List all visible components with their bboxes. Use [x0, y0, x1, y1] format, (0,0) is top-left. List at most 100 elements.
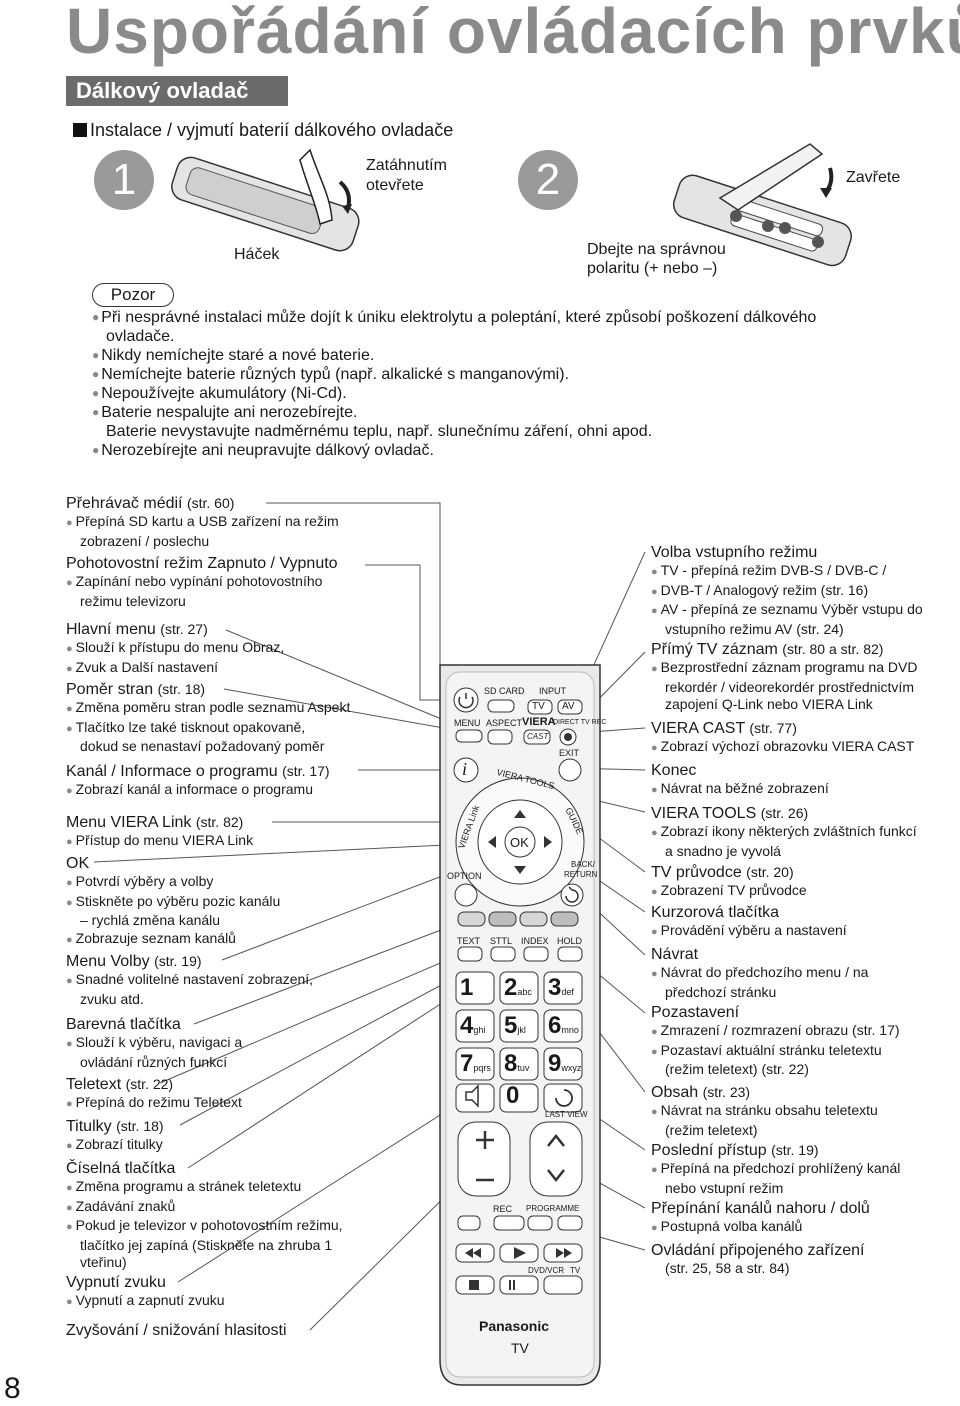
- key-7[interactable]: 7pqrs: [460, 1050, 491, 1077]
- callout-title: Kurzorová tlačítka: [651, 904, 780, 921]
- callout-menu-volby: Menu Volby (str. 19)Snadné volitelné nas…: [66, 952, 313, 1008]
- page-reference: (str. 80 a str. 82): [782, 641, 884, 657]
- direct-tv-rec-label: DIRECT TV REC: [553, 719, 607, 726]
- input-label: INPUT: [539, 686, 566, 696]
- callout-title: Pozastavení: [651, 1004, 740, 1021]
- key-9[interactable]: 9wxyz: [548, 1050, 582, 1077]
- callout-line: ovládání různých funkcí: [80, 1053, 228, 1070]
- tv-button[interactable]: TV: [532, 701, 545, 712]
- callout-line: Pokud je televizor v pohotovostním režim…: [66, 1217, 343, 1237]
- callout-line: Zadávání znaků: [66, 1198, 343, 1218]
- key-3[interactable]: 3def: [548, 974, 574, 1001]
- back-label-1: BACK/: [571, 860, 596, 869]
- last-view-label: LAST VIEW: [545, 1110, 588, 1119]
- callout-line: Stiskněte po výběru pozic kanálu: [66, 893, 281, 913]
- callout-line: TV - přepíná režim DVB-S / DVB-C /: [651, 562, 923, 582]
- callout-line: (režim teletext) (str. 22): [665, 1061, 809, 1077]
- exit-label: EXIT: [559, 748, 580, 758]
- page-number: 8: [4, 1372, 21, 1405]
- callout-kurzorova-tlacitka: Kurzorová tlačítkaProvádění výběru a nas…: [651, 904, 847, 942]
- callout-pomer-stran: Poměr stran (str. 18)Změna poměru stran …: [66, 680, 350, 756]
- callout-ovladani-pripojeneho-zarizeni: Ovládání připojeného zařízení(str. 25, 5…: [651, 1242, 864, 1278]
- page-reference: (str. 19): [154, 953, 202, 969]
- callout-line: předchozí stránku: [665, 983, 777, 1000]
- callout-title: Menu Volby (str. 19): [66, 953, 202, 970]
- callout-line: Návrat na stránku obsahu teletextu: [651, 1102, 878, 1122]
- key-4[interactable]: 4ghi: [460, 1012, 486, 1039]
- callout-kanal-informace-o-programu: Kanál / Informace o programu (str. 17)Zo…: [66, 762, 330, 801]
- callout-line: Zobrazení TV průvodce: [651, 882, 807, 902]
- callout-pozastaveni: PozastaveníZmrazení / rozmrazení obrazu …: [651, 1004, 900, 1079]
- callout-title: Přehrávač médií (str. 60): [66, 495, 235, 512]
- callout-navrat: NávratNávrat do předchozího menu / napře…: [651, 946, 868, 1001]
- ok-button[interactable]: OK: [510, 835, 529, 850]
- step-2-caption: Zavřete: [846, 169, 901, 186]
- page-reference: (str. 22): [125, 1076, 174, 1092]
- callout-line: Zobrazí kanál a informace o programu: [66, 781, 330, 801]
- aspect-label: ASPECT: [486, 718, 523, 728]
- callout-line: (str. 25, 58 a str. 84): [665, 1260, 790, 1276]
- key-2[interactable]: 2abc: [504, 974, 532, 1001]
- caution-item: Nerozebírejte ani neupravujte dálkový ov…: [92, 441, 434, 461]
- av-button[interactable]: AV: [562, 701, 575, 712]
- callout-line: Zobrazí ikony některých zvláštních funkc…: [651, 823, 917, 843]
- callout-line: tlačítko jej zapíná (Stiskněte na zhruba…: [80, 1236, 333, 1253]
- callout-line: Přístup do menu VIERA Link: [66, 832, 253, 852]
- callout-line: Změna programu a stránek teletextu: [66, 1178, 343, 1198]
- callout-line: zapojení Q-Link nebo VIERA Link: [665, 696, 873, 712]
- page-reference: (str. 19): [771, 1142, 819, 1158]
- key-1[interactable]: 1: [460, 974, 474, 1001]
- caution-item-continued: Baterie nevystavujte nadměrnému teplu, n…: [106, 423, 653, 440]
- key-6[interactable]: 6mno: [548, 1012, 579, 1039]
- callout-line: rekordér / videorekordér prostřednictvím: [665, 678, 914, 695]
- callout-line: režimu televizoru: [80, 592, 186, 609]
- key-0[interactable]: 0: [506, 1082, 520, 1109]
- callout-title: Pohotovostní režim Zapnuto / Vypnuto: [66, 555, 338, 572]
- callout-line: Přepíná na předchozí prohlížený kanál: [651, 1160, 901, 1180]
- caution-item: Baterie nespalujte ani nerozebírejte.: [92, 403, 357, 423]
- callout-line: Zobrazí titulky: [66, 1136, 164, 1156]
- remote-close-illustration: [672, 143, 852, 267]
- callout-posledni-pristup: Poslední přístup (str. 19)Přepíná na pře…: [651, 1141, 900, 1197]
- page-reference: (str. 18): [116, 1118, 164, 1134]
- remote-open-illustration: [171, 148, 360, 252]
- page-reference: (str. 18): [157, 681, 206, 697]
- rec-label: REC: [493, 1204, 513, 1214]
- page-reference: (str. 17): [282, 763, 330, 779]
- callout-menu-viera-link: Menu VIERA Link (str. 82)Přístup do menu…: [66, 813, 253, 852]
- caution-badge: Pozor: [92, 283, 174, 307]
- battery-heading: Instalace / vyjmutí baterií dálkového ov…: [73, 120, 453, 141]
- callout-prepinani-kanalu-nahoru-dolu: Přepínání kanálů nahoru / dolůPostupná v…: [651, 1200, 870, 1238]
- callout-line: Vypnutí a zapnutí zvuku: [66, 1292, 225, 1312]
- callout-title: Ovládání připojeného zařízení: [651, 1242, 865, 1259]
- section-bar: [66, 76, 288, 106]
- caution-item: Nikdy nemíchejte staré a nové baterie.: [92, 346, 374, 366]
- callout-line: AV - přepíná ze seznamu Výběr vstupu do: [651, 601, 923, 621]
- callout-line: zobrazení / poslechu: [80, 532, 210, 549]
- callout-viera-tools: VIERA TOOLS (str. 26)Zobrazí ikony někte…: [651, 804, 917, 860]
- callout-hlavni-menu: Hlavní menu (str. 27)Slouží k přístupu d…: [66, 620, 284, 678]
- callout-line: Přepíná do režimu Teletext: [66, 1094, 242, 1114]
- callout-teletext: Teletext (str. 22)Přepíná do režimu Tele…: [66, 1075, 242, 1114]
- key-8[interactable]: 8tuv: [504, 1050, 530, 1077]
- hook-label: Háček: [234, 246, 280, 263]
- hold-label: HOLD: [557, 936, 583, 946]
- viera-logo: VIERA: [522, 716, 556, 728]
- section-title: Dálkový ovladač: [76, 78, 249, 103]
- index-label: INDEX: [521, 936, 549, 946]
- callout-title: Přepínání kanálů nahoru / dolů: [651, 1200, 870, 1217]
- callout-volba-vstupniho-rezimu: Volba vstupního režimuTV - přepíná režim…: [651, 544, 923, 638]
- programme-label: PROGRAMME: [526, 1204, 580, 1213]
- callout-title: Titulky (str. 18): [66, 1118, 164, 1135]
- cast-button[interactable]: CAST: [527, 732, 549, 741]
- info-button[interactable]: i: [462, 759, 468, 779]
- callout-title: Přímý TV záznam (str. 80 a str. 82): [651, 641, 884, 658]
- callout-line: dokud se nenastaví požadovaný poměr: [80, 738, 325, 754]
- key-5[interactable]: 5jkl: [504, 1012, 526, 1039]
- callout-line: Zvuk a Další nastavení: [66, 659, 284, 679]
- step-1-caption-2: otevřete: [366, 177, 424, 194]
- option-label: OPTION: [447, 871, 482, 881]
- dvd-vcr-label: DVD/VCR: [528, 1266, 565, 1275]
- callout-title: Vypnutí zvuku: [66, 1274, 166, 1291]
- callout-line: Změna poměru stran podle seznamu Aspekt: [66, 699, 351, 719]
